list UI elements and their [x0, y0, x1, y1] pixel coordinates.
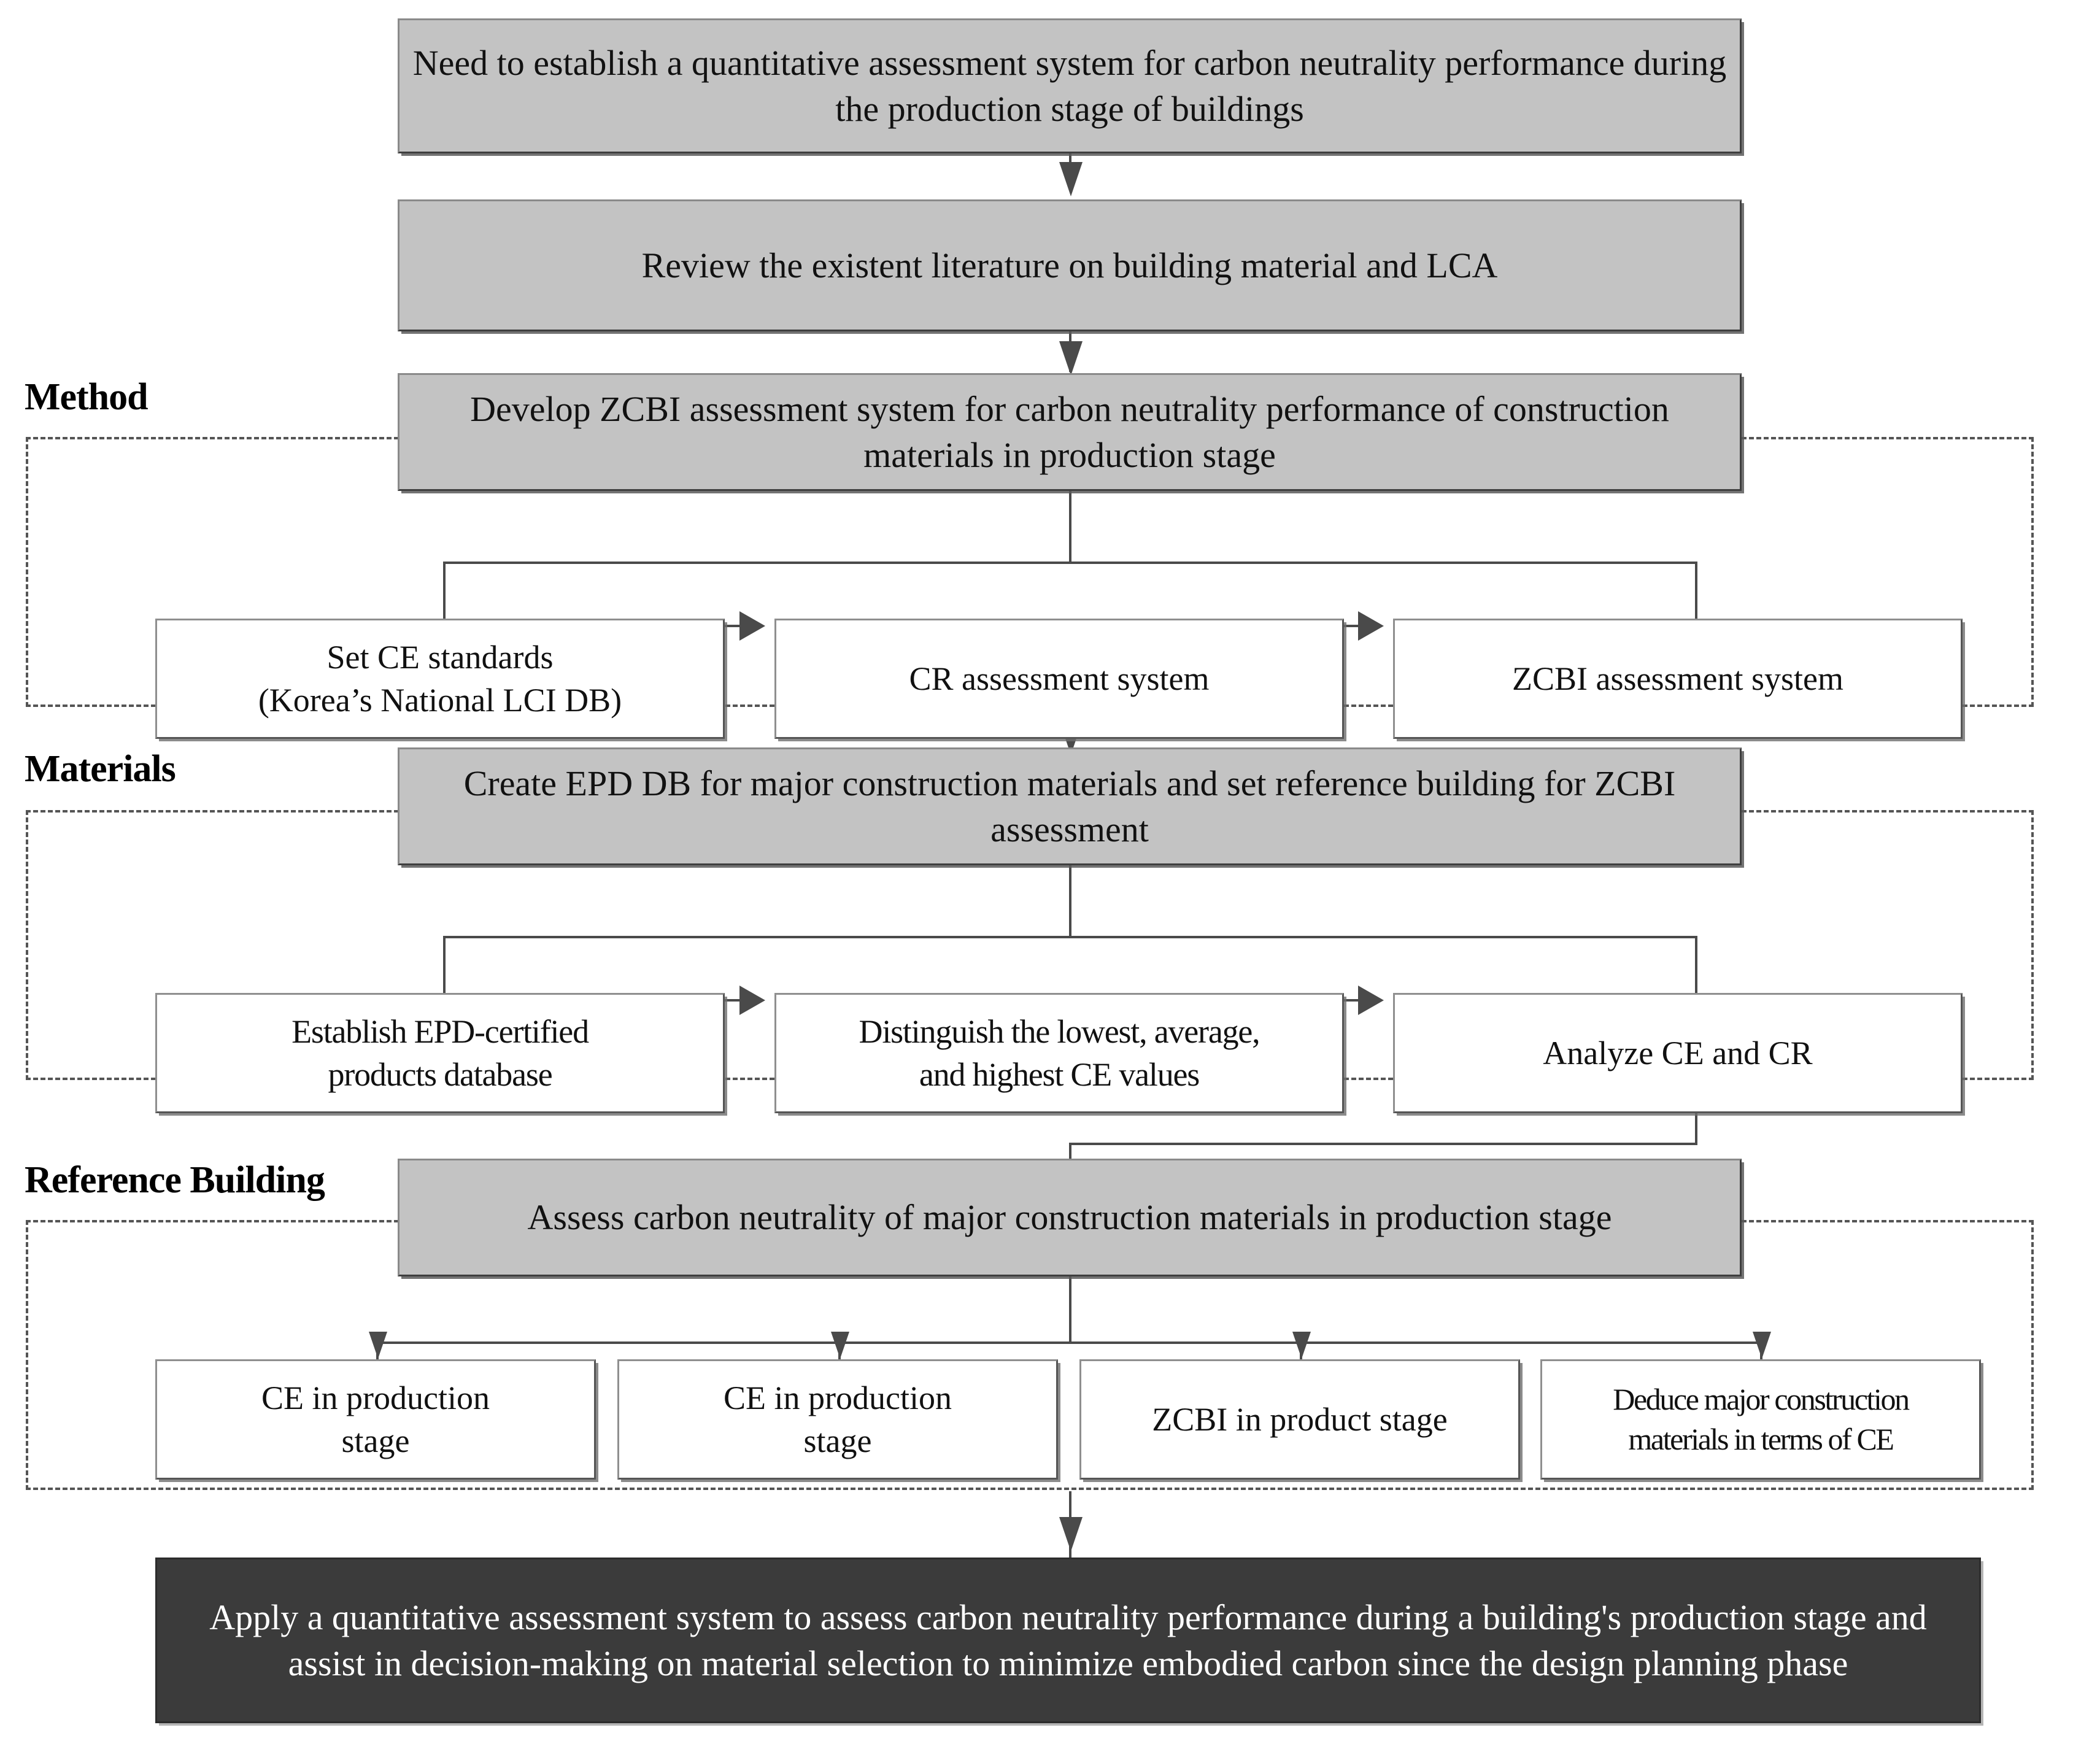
box-deduce-major-materials[interactable]: Deduce major construction materials in t… [1540, 1359, 1981, 1480]
box-develop-zcbi[interactable]: Develop ZCBI assessment system for carbo… [398, 373, 1742, 491]
connector-assess-to-bus [1069, 1275, 1071, 1343]
box-distinguish-ce-values[interactable]: Distinguish the lowest, average, and hig… [774, 993, 1344, 1113]
connector-bus-to-set-ce [443, 562, 446, 619]
connector-bus-to-establish-epd [443, 936, 446, 994]
box-create-epd-db[interactable]: Create EPD DB for major construction mat… [398, 747, 1742, 865]
box-set-ce-standards[interactable]: Set CE standards (Korea’s National LCI D… [155, 619, 725, 739]
box-establish-epd-products[interactable]: Establish EPD-certified products databas… [155, 993, 725, 1113]
bus-method-row [443, 562, 1697, 564]
arrowhead-reference-to-apply [1059, 1517, 1083, 1551]
box-zcbi-product-stage[interactable]: ZCBI in product stage [1079, 1359, 1520, 1480]
arrowhead-bus-to-ce1 [369, 1332, 387, 1359]
connector-develop-to-bus [1069, 491, 1071, 563]
arrowhead-bus-to-ce2 [831, 1332, 849, 1359]
arrowhead-bus-to-zcbi-product [1292, 1332, 1311, 1359]
connector-createepd-to-bus [1069, 865, 1071, 938]
box-apply-assessment-system[interactable]: Apply a quantitative assessment system t… [155, 1558, 1981, 1723]
box-assess-carbon-neutrality[interactable]: Assess carbon neutrality of major constr… [398, 1159, 1742, 1276]
connector-distinguish-to-analyze [1343, 999, 1367, 1002]
connector-establish-to-distinguish [724, 999, 749, 1002]
arrowhead-review-to-develop [1059, 341, 1083, 376]
box-zcbi-assessment-system[interactable]: ZCBI assessment system [1393, 619, 1963, 739]
region-label-method: Method [25, 376, 149, 418]
arrowhead-need-to-review [1059, 162, 1083, 196]
connector-bus-to-analyze [1695, 936, 1697, 994]
box-review-literature[interactable]: Review the existent literature on buildi… [398, 199, 1742, 331]
bus-reference-row [376, 1341, 1762, 1344]
box-ce-production-stage-1[interactable]: CE in production stage [155, 1359, 596, 1480]
connector-analyze-left [1069, 1143, 1697, 1145]
box-ce-production-stage-2[interactable]: CE in production stage [617, 1359, 1058, 1480]
region-label-materials: Materials [25, 748, 176, 790]
box-analyze-ce-cr[interactable]: Analyze CE and CR [1393, 993, 1963, 1113]
box-need-to-establish[interactable]: Need to establish a quantitative assessm… [398, 18, 1742, 153]
region-label-reference-building: Reference Building [25, 1159, 325, 1201]
bus-materials-row [443, 936, 1697, 938]
box-cr-assessment-system[interactable]: CR assessment system [774, 619, 1344, 739]
connector-setce-to-cr [724, 625, 749, 627]
connector-cr-to-zcbi [1343, 625, 1367, 627]
connector-bus-to-zcbi-system [1695, 562, 1697, 619]
arrowhead-bus-to-deduce [1753, 1332, 1771, 1359]
